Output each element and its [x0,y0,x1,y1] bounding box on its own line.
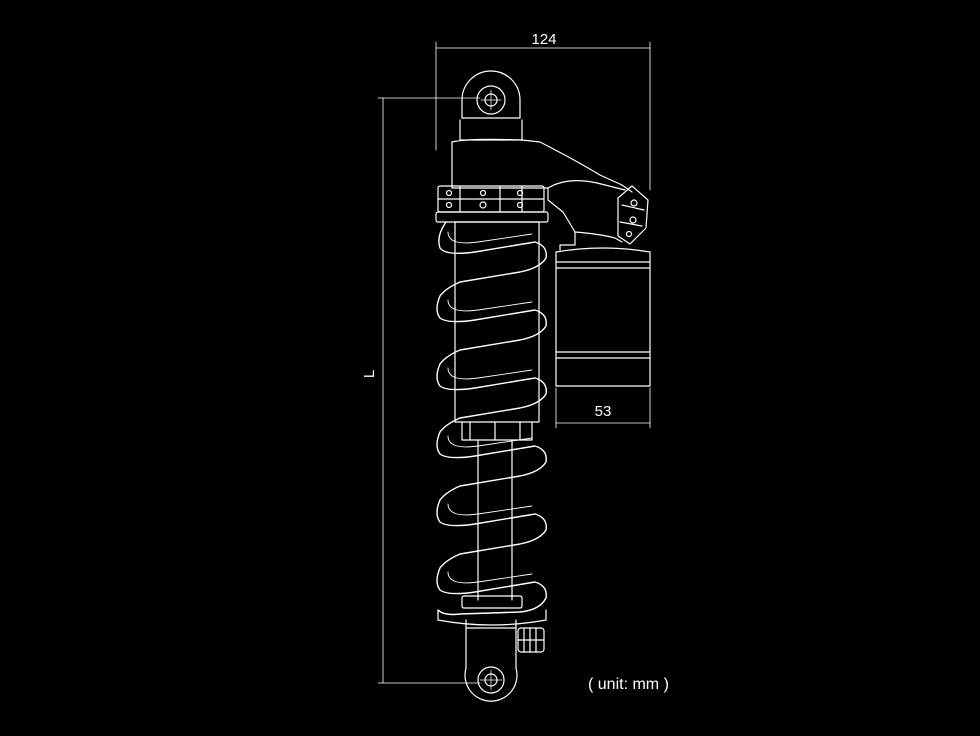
unit-note: ( unit: mm ) [588,676,669,693]
compression-adjuster [617,185,649,245]
reservoir-dimension-label: 53 [595,403,612,420]
coil-spring [436,221,547,616]
bottom-eyelet [464,627,518,702]
rebound-adjuster [517,627,545,653]
width-dimension-label: 124 [531,31,556,48]
damper-shaft [477,439,513,601]
reservoir-dimension [555,387,651,429]
top-eyelet-center [480,89,502,111]
reservoir [555,247,651,387]
length-dimension [377,97,481,684]
damper-body [454,221,540,441]
shock-head [451,138,633,251]
width-dimension [435,41,651,191]
preload-collar [435,185,549,223]
lower-spring-seat [437,595,547,629]
length-dimension-label: L [361,370,378,378]
